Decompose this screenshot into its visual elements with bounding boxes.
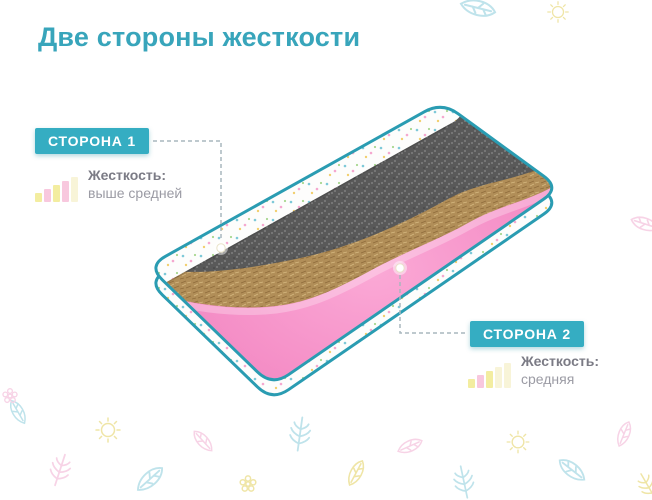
firmness-label: Жесткость: <box>88 167 166 183</box>
side-1-firmness-callout: Жесткость: выше средней <box>35 166 182 203</box>
pink-highlight-curve <box>155 185 552 315</box>
leaf-icon <box>343 457 369 489</box>
firmness-bar <box>44 189 51 203</box>
side-2-dot <box>393 261 407 275</box>
leaf-icon <box>613 419 635 449</box>
firmness-bar <box>71 177 78 203</box>
firmness-text-side-2: Жесткость: средняя <box>521 352 599 388</box>
firmness-value: средняя <box>521 371 575 388</box>
firmness-value: выше средней <box>88 185 183 202</box>
leaf-icon <box>628 213 652 235</box>
callout-line-side-1 <box>153 140 222 241</box>
flower-icon <box>2 388 18 404</box>
firmness-bar <box>495 367 502 389</box>
firmness-bars-side-1 <box>35 176 78 203</box>
fern-icon <box>45 450 75 490</box>
fern-icon <box>450 463 478 500</box>
sun-icon <box>95 417 121 443</box>
firmness-bar <box>468 379 475 389</box>
fern-icon <box>287 415 313 453</box>
leaf-icon <box>6 397 30 427</box>
firmness-bars-side-2 <box>468 362 511 389</box>
leaf-icon <box>395 435 425 457</box>
page-title: Две стороны жесткости <box>38 22 361 52</box>
leaf-icon <box>554 454 590 486</box>
side-1-dot <box>214 241 228 255</box>
leaf-icon <box>458 0 498 21</box>
cover-strip-shadow <box>158 120 454 288</box>
firmness-bar <box>477 375 484 389</box>
sun-icon <box>547 1 569 23</box>
firmness-bar <box>35 193 42 203</box>
sun-icon <box>506 430 530 454</box>
side-1-badge: СТОРОНА 1 <box>35 128 149 154</box>
firmness-bar <box>53 185 60 203</box>
fern-icon <box>633 469 652 500</box>
firmness-label: Жесткость: <box>521 353 599 369</box>
firmness-bar <box>504 363 511 389</box>
callout-line-side-2 <box>399 275 467 334</box>
flower-icon <box>239 475 257 492</box>
mattress-outline <box>154 105 554 382</box>
firmness-bar <box>62 181 69 203</box>
side-2-firmness-callout: Жесткость: средняя <box>468 352 599 389</box>
firmness-text-side-1: Жесткость: выше средней <box>88 166 182 202</box>
leaf-icon <box>132 462 168 496</box>
firmness-bar <box>486 371 493 389</box>
side-2-badge: СТОРОНА 2 <box>470 321 584 347</box>
leaf-icon <box>189 427 217 455</box>
